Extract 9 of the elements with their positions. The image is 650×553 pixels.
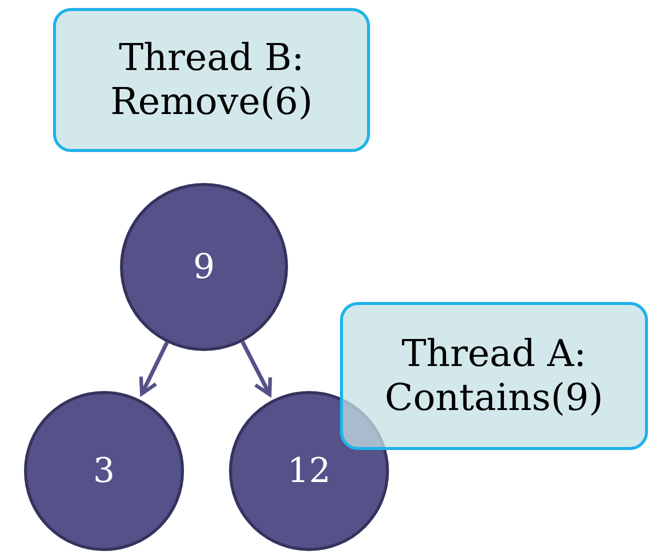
node-label: Thread B: Remove(6) (109, 36, 314, 124)
node-label: 3 (93, 451, 115, 491)
callout-box (340, 302, 648, 450)
node-label: 12 (287, 451, 331, 491)
node-label: 9 (193, 247, 215, 287)
callout-box (53, 8, 370, 152)
arrow (139, 342, 169, 396)
arrow (240, 340, 272, 396)
node-label: Thread A: Contains(9) (384, 332, 604, 420)
